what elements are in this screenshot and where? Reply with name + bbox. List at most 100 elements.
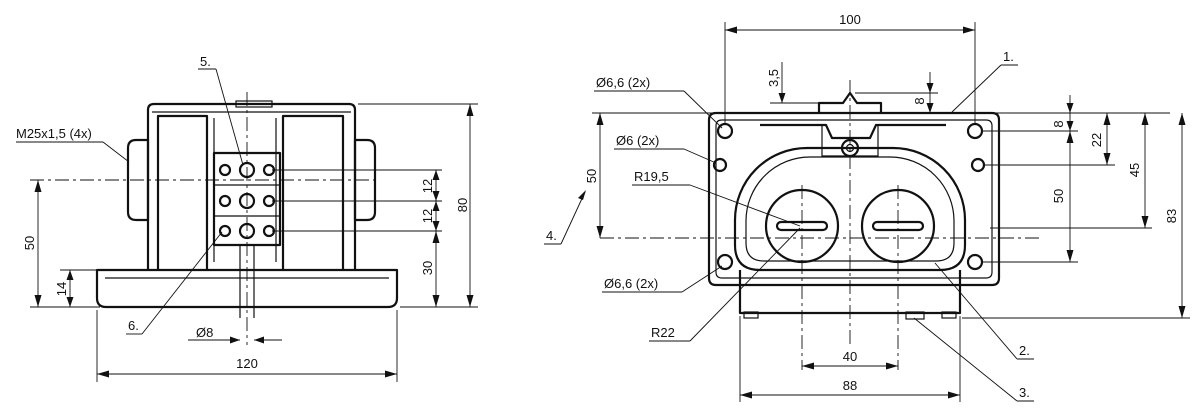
right-view: 100 3,5 8 8 50 22 45 [544, 12, 1190, 402]
radius-large-leader [689, 227, 801, 342]
dim-arrow [926, 103, 934, 113]
dim-arrow [1178, 306, 1186, 318]
dim-45-label: 45 [1127, 163, 1142, 177]
dim-arrow [596, 113, 604, 125]
dim-arrow [1066, 250, 1074, 262]
callout-5-label: 5. [200, 54, 211, 69]
dim-120-label: 120 [236, 356, 258, 371]
left-cover-strip [235, 100, 273, 108]
dim-arrow [948, 391, 960, 399]
callout-2-label: 2. [1019, 343, 1030, 358]
dim-arrow [1141, 216, 1149, 228]
callout-3-label: 3. [1019, 385, 1030, 400]
radius-large-callout: R22 [651, 325, 675, 340]
dim-22-label: 22 [1089, 133, 1104, 147]
dim-arrow [432, 170, 440, 180]
left-panel-right [281, 114, 345, 270]
mount-hole-bottom-left [716, 253, 734, 271]
dim-arrow [1066, 121, 1074, 131]
dim-30-label: 30 [420, 261, 435, 275]
dim-14-label: 14 [54, 282, 69, 296]
right-flange-plate [707, 111, 1001, 287]
right-flange-inner [715, 119, 993, 279]
dim-50-left-label: 50 [22, 236, 37, 250]
callout-4-label: 4. [546, 228, 557, 243]
callout-6-label: 6. [128, 318, 139, 333]
dim-arrow [34, 295, 42, 307]
hole-inner-leader [683, 148, 717, 164]
left-base-plate [95, 268, 399, 309]
dim-arrow [66, 270, 74, 280]
left-gland-left [126, 138, 150, 222]
dim-8-right-label: 8 [1051, 120, 1066, 127]
dim-arrow [1141, 113, 1149, 125]
terminal-screw [218, 224, 232, 238]
dim-arrow [1066, 131, 1074, 143]
hole-bottom-leader [681, 265, 723, 293]
right-oval-outer [733, 146, 967, 272]
dim-12-mid-label: 12 [420, 209, 435, 223]
right-foot-left [743, 311, 759, 319]
right-actuator-lever [760, 123, 946, 140]
dim-arrow [66, 297, 74, 307]
dim-100-label: 100 [839, 12, 861, 27]
dim-8-top-label: 8 [912, 97, 927, 104]
hole-outer-leader [683, 90, 723, 129]
left-panel-left [156, 114, 209, 270]
dim-arrow [1103, 113, 1111, 125]
dim-arrow [432, 231, 440, 243]
dim-12-top-label: 12 [420, 179, 435, 193]
mount-hole-mid-right [970, 157, 986, 173]
dim-arrow [385, 370, 397, 378]
terminal-screw [218, 194, 232, 208]
right-oval-inner [745, 156, 955, 262]
dim-arrow [466, 104, 474, 116]
callout-5-leader [215, 68, 244, 166]
dim-arrow [432, 191, 440, 201]
dim-arrow [34, 180, 42, 192]
hole-inner-callout: Ø6 (2x) [616, 133, 659, 148]
callout-1-label: 1. [1003, 49, 1014, 64]
dim-arrow [725, 26, 737, 34]
callout-3-leader [913, 317, 1018, 402]
dim-50-rv-label: 50 [584, 169, 599, 183]
callout-2-leader [934, 262, 1018, 360]
dim-arrow [432, 295, 440, 307]
dim-arrow [1066, 103, 1074, 113]
hole-bottom-callout: Ø6,6 (2x) [604, 276, 658, 291]
left-housing [146, 102, 357, 270]
dim-arrow [886, 362, 898, 370]
dim-arrow [740, 391, 752, 399]
dim-pin-diameter-label: Ø8 [196, 325, 213, 340]
dim-arrow [97, 370, 109, 378]
callout-4-arrow [578, 190, 586, 200]
thread-callout-label: M25x1,5 (4x) [16, 126, 92, 141]
dim-83-label: 83 [1164, 209, 1179, 223]
dim-arrow [254, 336, 264, 344]
callout-6-leader [141, 231, 223, 335]
dim-arrow [926, 83, 934, 93]
left-gland-right [353, 138, 377, 222]
radius-small-callout: R19,5 [634, 169, 669, 184]
dim-arrow [1178, 113, 1186, 125]
dim-arrow [802, 362, 814, 370]
dim-40-label: 40 [843, 349, 857, 364]
left-view: 80 30 12 12 50 14 120 [16, 54, 478, 382]
mount-hole-bottom-right [966, 253, 984, 271]
dim-arrow [963, 26, 975, 34]
dim-arrow [230, 336, 240, 344]
hole-outer-callout: Ø6,6 (2x) [596, 75, 650, 90]
dim-88-label: 88 [843, 378, 857, 393]
mount-hole-mid-left [712, 157, 728, 173]
dim-3-5-label: 3,5 [766, 69, 781, 87]
dim-80-label: 80 [455, 198, 470, 212]
mount-hole-top-right [966, 122, 984, 140]
dim-arrow [778, 93, 786, 103]
callout-1-leader [951, 64, 1002, 113]
radius-small-leader [689, 184, 801, 227]
dim-arrow [432, 221, 440, 231]
right-foot-right [941, 311, 957, 319]
dim-arrow [466, 295, 474, 307]
dim-arrow [432, 201, 440, 211]
